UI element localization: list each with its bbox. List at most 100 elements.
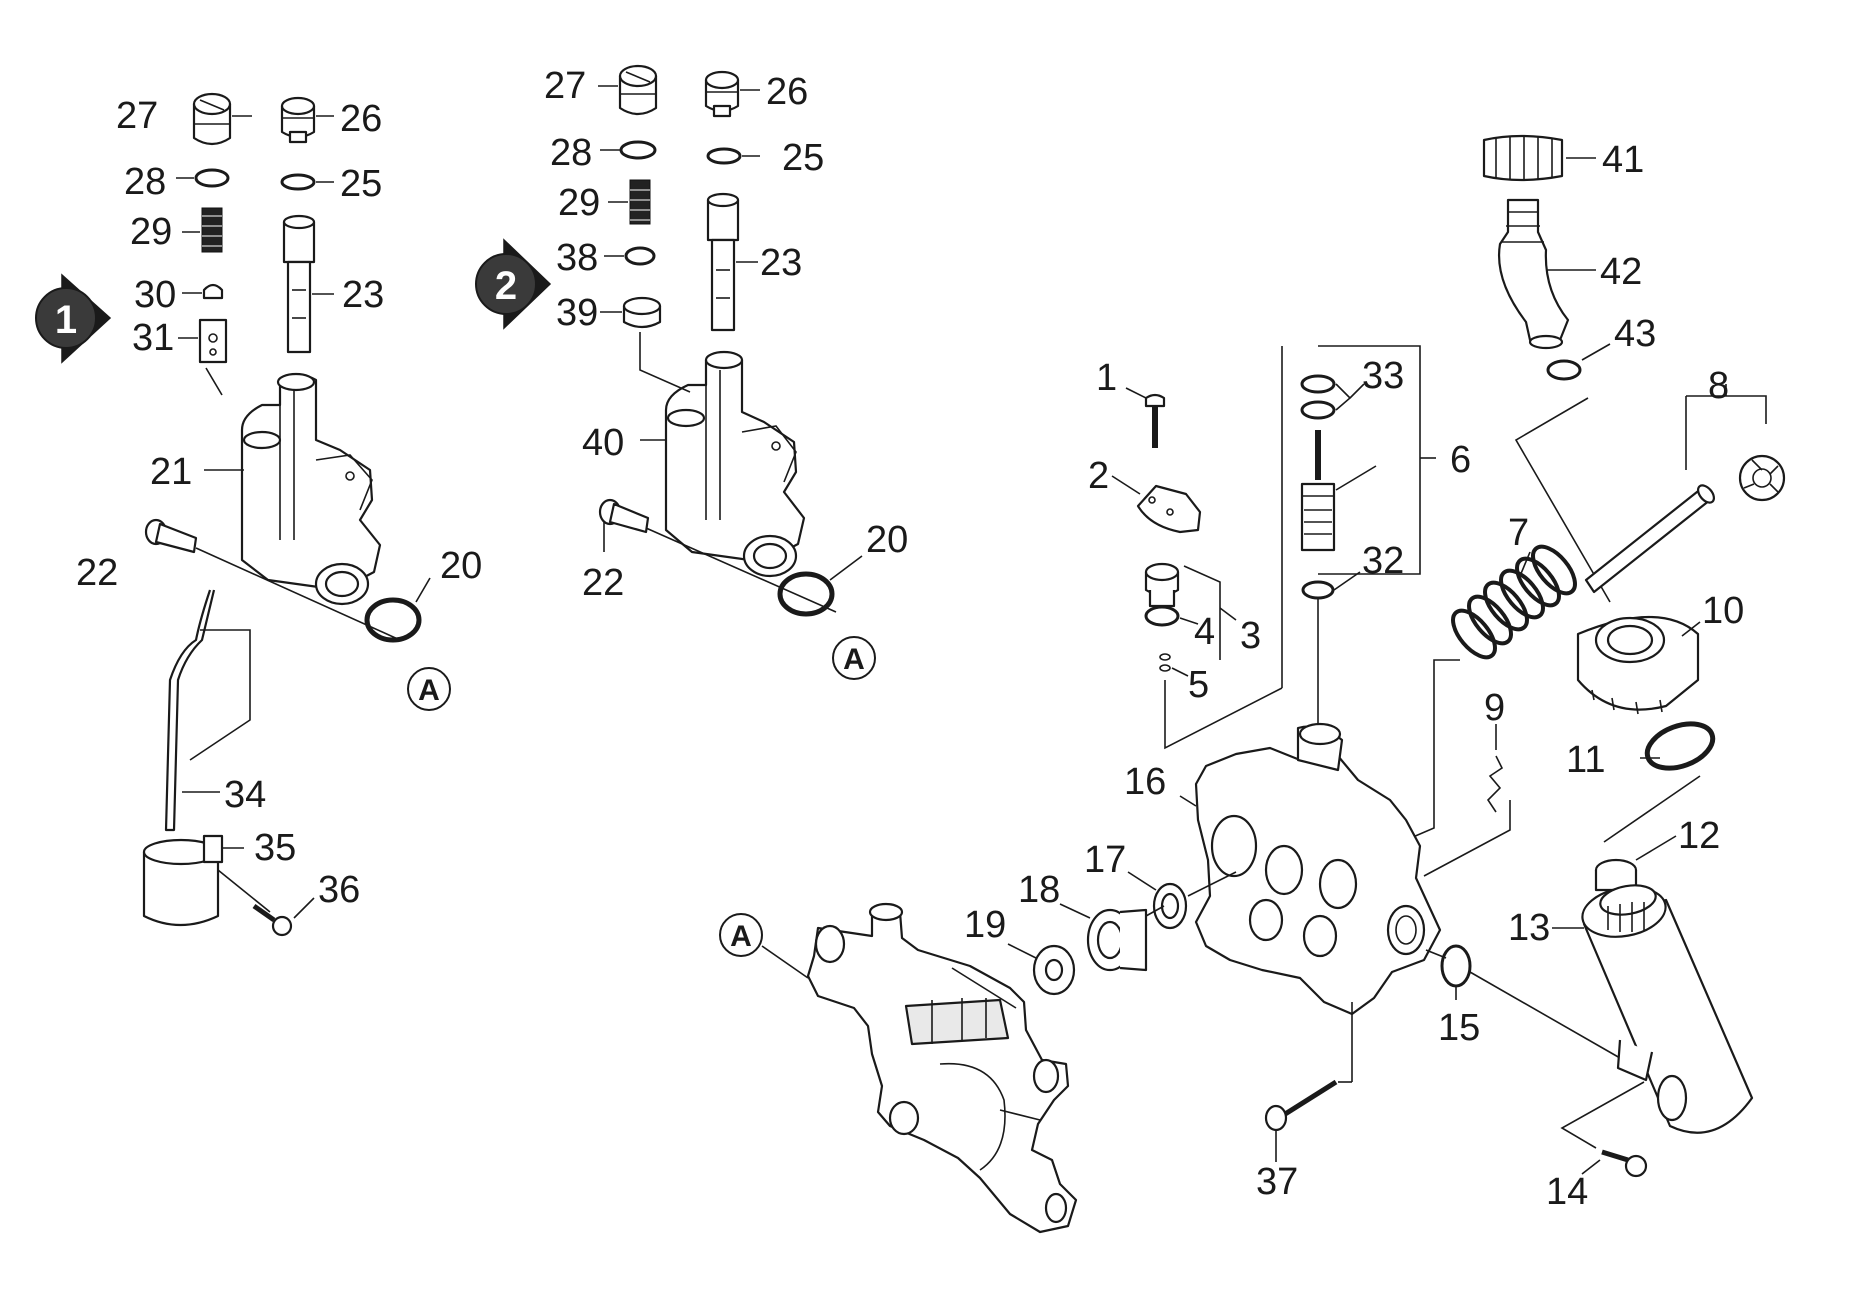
label-37: 37 [1256, 1161, 1298, 1203]
nut-41-icon [1482, 134, 1564, 182]
label-9: 9 [1484, 687, 1505, 729]
label-34: 34 [224, 774, 266, 816]
oring-28-icon [194, 168, 230, 188]
label-7: 7 [1508, 512, 1529, 554]
label-41: 41 [1602, 139, 1644, 181]
label-43: 43 [1614, 313, 1656, 355]
label-39: 39 [556, 292, 598, 334]
label-19: 19 [964, 904, 1006, 946]
label-13: 13 [1508, 907, 1550, 949]
washer-19-icon [1032, 944, 1076, 996]
label-17: 17 [1084, 839, 1126, 881]
label-4: 4 [1194, 611, 1215, 653]
label-28b: 28 [550, 132, 592, 174]
label-14: 14 [1546, 1171, 1588, 1213]
elbow-42-icon [1498, 198, 1570, 350]
variant-1-group: 1 [35, 92, 482, 937]
valve-holder-31-icon [198, 318, 228, 364]
label-26b: 26 [766, 71, 808, 113]
cap-39-icon [622, 296, 662, 329]
washer-38-icon [624, 246, 656, 266]
spring-29b-icon [629, 179, 651, 225]
pin-9-icon [1486, 755, 1504, 813]
label-12: 12 [1678, 815, 1720, 857]
spring-29-icon [201, 207, 223, 253]
label-33: 33 [1362, 355, 1404, 397]
sensor-34-icon [164, 589, 216, 832]
holder-35-icon [142, 834, 224, 926]
oring-43-icon [1546, 359, 1582, 381]
variant-1-marker-number: 1 [55, 298, 77, 342]
oring-32-icon [1301, 580, 1335, 600]
label-29: 29 [130, 211, 172, 253]
screw-36-icon [252, 903, 293, 937]
screw-14-icon [1601, 1149, 1648, 1178]
label-15: 15 [1438, 1007, 1480, 1049]
screw-37-icon [1264, 1079, 1338, 1132]
bolt-22-icon [144, 518, 198, 554]
label-36: 36 [318, 869, 360, 911]
label-31: 31 [132, 317, 174, 359]
ref-a-variant-1: A [407, 667, 451, 711]
label-5: 5 [1188, 664, 1209, 706]
seal-17-icon [1152, 882, 1188, 930]
label-10: 10 [1702, 590, 1744, 632]
label-22b: 22 [582, 562, 624, 604]
screw-1-icon [1144, 393, 1166, 448]
label-25: 25 [340, 163, 382, 205]
filter-13-icon [1581, 884, 1754, 1134]
label-28: 28 [124, 161, 166, 203]
oring-25-icon [280, 173, 316, 191]
clip-8-icon [1738, 454, 1786, 502]
housing-40-icon [664, 350, 806, 578]
ref-a-variant-2: A [832, 636, 876, 680]
oring-11-icon [1644, 721, 1716, 771]
label-29b: 29 [558, 182, 600, 224]
housing-21-icon [240, 372, 382, 606]
pump-head-16-icon [1194, 722, 1442, 1016]
cap-12-icon [1594, 858, 1638, 892]
oring-4-icon [1144, 605, 1180, 627]
spring-5-icon [1159, 653, 1171, 672]
plug-26-icon [280, 96, 316, 144]
piston-23-icon [282, 214, 316, 354]
oring-28b-icon [619, 140, 657, 160]
svg-text:A: A [843, 643, 865, 676]
oring-33-icon [1300, 400, 1336, 420]
manifold-housing-icon [806, 902, 1078, 1234]
label-20b: 20 [866, 519, 908, 561]
shaft-8-icon [1584, 484, 1716, 594]
piston-23b-icon [706, 192, 740, 332]
svg-text:A: A [418, 674, 440, 707]
seal-33-icon [1300, 374, 1336, 394]
label-27b: 27 [544, 65, 586, 107]
oring-15-icon [1440, 944, 1472, 988]
oring-20-icon [364, 597, 422, 643]
label-27: 27 [116, 95, 158, 137]
bracket-8-icon [1685, 384, 1767, 424]
valve-stem-6-icon [1300, 430, 1336, 552]
main-assembly-group: A 41 42 43 33 1 8 6 2 7 32 10 4 3 5 9 [719, 134, 1786, 1234]
label-25b: 25 [782, 137, 824, 179]
bushing-18-icon [1086, 908, 1148, 972]
label-22: 22 [76, 552, 118, 594]
label-20: 20 [440, 545, 482, 587]
ref-a-main: A [719, 913, 763, 957]
label-42: 42 [1600, 251, 1642, 293]
label-8: 8 [1708, 365, 1729, 407]
label-32: 32 [1362, 540, 1404, 582]
label-23: 23 [342, 274, 384, 316]
plate-2-icon [1136, 484, 1202, 534]
label-6: 6 [1450, 439, 1471, 481]
oring-20b-icon [777, 571, 835, 617]
label-3: 3 [1240, 615, 1261, 657]
svg-text:A: A [730, 920, 752, 953]
label-30: 30 [134, 274, 176, 316]
plug-27b-icon [618, 64, 658, 116]
label-38: 38 [556, 237, 598, 279]
label-1: 1 [1096, 357, 1117, 399]
variant-2-marker: 2 [475, 238, 552, 330]
spring-7-icon [1451, 544, 1577, 660]
label-26: 26 [340, 98, 382, 140]
